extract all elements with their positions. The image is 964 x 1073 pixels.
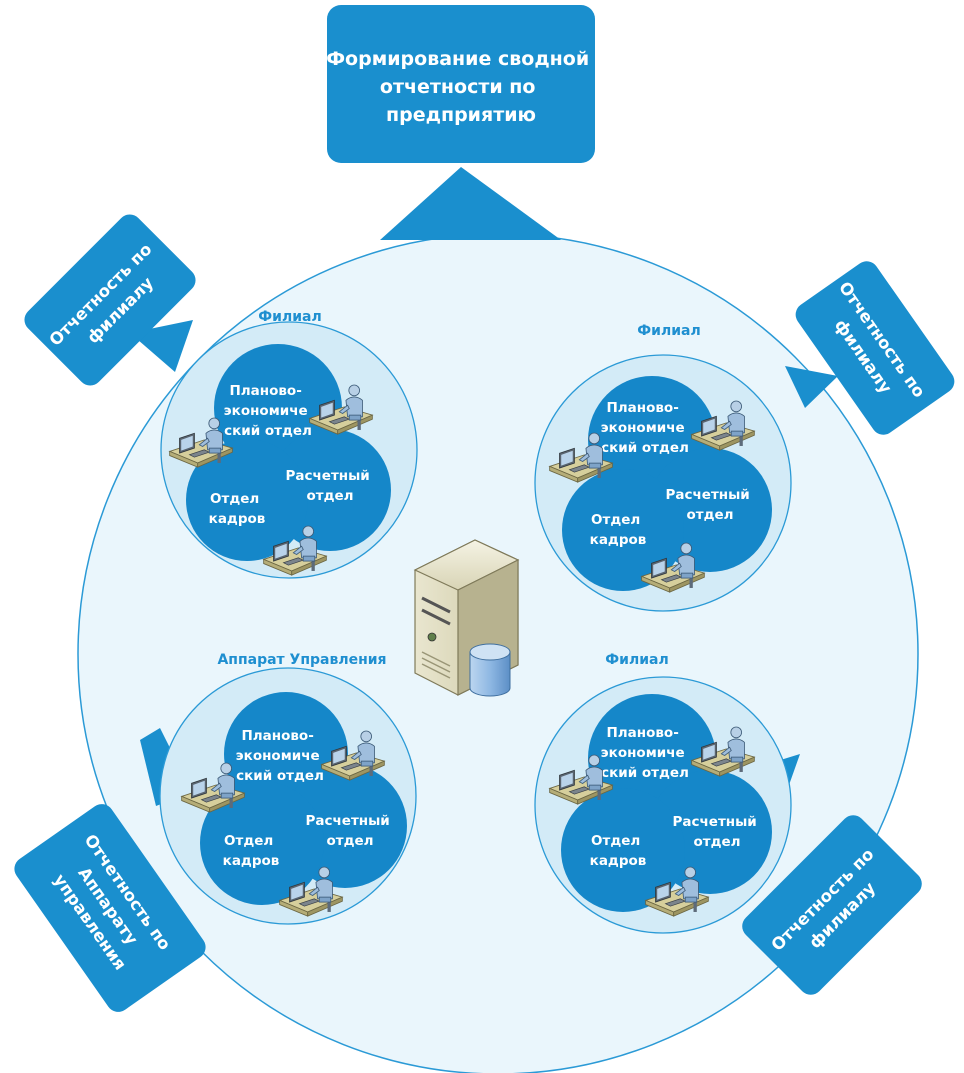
dept-label-line: Отдел (224, 833, 273, 849)
cluster-label: Филиал (258, 309, 321, 325)
dept-payroll-label: Расчетный отдел (306, 813, 395, 849)
top-callout-line: отчетности по (380, 76, 536, 98)
dept-label-line: Планово- (606, 725, 678, 741)
dept-label-line: Расчетный (306, 813, 390, 829)
top-callout-line: предприятию (386, 104, 536, 126)
dept-label-line: отдел (686, 507, 733, 523)
dept-label-line: экономиче (224, 403, 308, 419)
top-callout-line: Формирование сводной (326, 48, 589, 70)
dept-label-line: Отдел (591, 512, 640, 528)
top-callout-text: Формирование сводной отчетности по предп… (326, 48, 596, 126)
dept-label-line: кадров (590, 853, 647, 869)
dept-hr-label: Отдел кадров (223, 833, 280, 869)
dept-circle-hr (186, 439, 308, 561)
cluster-label: Филиал (605, 652, 668, 668)
dept-label-line: экономиче (236, 748, 320, 764)
dept-label-line: отдел (326, 833, 373, 849)
dept-payroll-label: Расчетный отдел (286, 468, 375, 504)
dept-label-line: Расчетный (286, 468, 370, 484)
cluster-top-left: Филиал Планово- экономиче ский отдел Рас… (160, 309, 418, 579)
dept-hr-label: Отдел кадров (590, 512, 647, 548)
dept-label-line: экономиче (601, 420, 685, 436)
dept-planning-label: Планово- экономиче ский отдел (601, 400, 690, 456)
dept-label-line: ский отдел (224, 423, 312, 439)
dept-payroll-label: Расчетный отдел (666, 487, 755, 523)
cluster-label: Аппарат Управления (217, 652, 386, 668)
dept-planning-label: Планово- экономиче ский отдел (236, 728, 325, 784)
dept-payroll-label: Расчетный отдел (673, 814, 762, 850)
dept-hr-label: Отдел кадров (209, 491, 266, 527)
dept-label-line: кадров (209, 511, 266, 527)
dept-planning-label: Планово- экономиче ский отдел (601, 725, 690, 781)
callout-top-right-box (795, 261, 955, 435)
dept-label-line: Планово- (241, 728, 313, 744)
dept-planning-label: Планово- экономиче ский отдел (224, 383, 313, 439)
cluster-bottom-right: Филиал Планово- экономиче ский отдел Рас… (534, 652, 792, 934)
cluster-bottom-left: Аппарат Управления Планово- экономиче ск… (159, 652, 417, 925)
cluster-label: Филиал (637, 323, 700, 339)
callout-bottom-right-box (742, 815, 922, 995)
dept-circle-hr (200, 781, 324, 905)
dept-label-line: кадров (223, 853, 280, 869)
dept-label-line: ский отдел (601, 765, 689, 781)
dept-label-line: экономиче (601, 745, 685, 761)
dept-label-line: Отдел (591, 833, 640, 849)
dept-label-line: Расчетный (666, 487, 750, 503)
dept-label-line: ский отдел (601, 440, 689, 456)
callout-bottom-left-box (14, 804, 206, 1012)
cluster-top-right: Филиал Планово- экономиче ский отдел Рас… (534, 323, 792, 612)
dept-circle-hr (562, 469, 684, 591)
dept-label-line: Планово- (229, 383, 301, 399)
dept-circle-hr (561, 788, 685, 912)
callout-top-right-arrow (785, 366, 838, 408)
dept-label-line: отдел (693, 834, 740, 850)
top-callout: Формирование сводной отчетности по предп… (326, 5, 596, 240)
dept-label-line: отдел (306, 488, 353, 504)
database-icon (469, 643, 511, 697)
dept-hr-label: Отдел кадров (590, 833, 647, 869)
dept-label-line: Отдел (210, 491, 259, 507)
dept-label-line: ский отдел (236, 768, 324, 784)
top-callout-arrow (380, 167, 561, 240)
dept-label-line: кадров (590, 532, 647, 548)
callout-top-left: Отчетность по филиалу (24, 214, 196, 386)
dept-label-line: Расчетный (673, 814, 757, 830)
callout-top-left-box (24, 214, 196, 386)
dept-label-line: Планово- (606, 400, 678, 416)
top-callout-box (327, 5, 595, 163)
